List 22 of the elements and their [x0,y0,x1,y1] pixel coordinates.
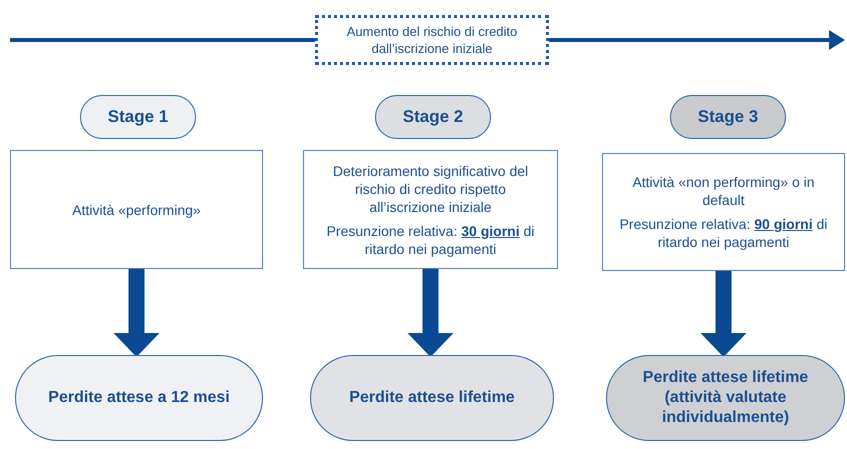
stage-label: Stage 2 [402,107,464,127]
description-text: Deterioramento significativo del rischio di credito rispetto all’iscrizione iniziale [332,162,530,216]
outcome-label: Perdite attese lifetime (attività valutate individualmente) [642,368,810,428]
description-text: Attività «performing» [72,200,201,218]
description-text: Attività «non performing» o in default [631,173,816,209]
stage-pill [375,95,491,139]
description-text: Presunzione relativa: 30 giorni di ritardo nei pagamenti [326,222,536,258]
description-box [602,153,845,271]
down-arrow [114,269,160,357]
outcome-label: Perdite attese lifetime [349,388,515,408]
stage-pill [80,95,196,139]
stage-pill [670,95,786,139]
down-arrow [408,269,454,357]
stage-label: Stage 3 [698,107,758,127]
outcome-label: Perdite attese a 12 mesi [48,388,230,408]
description-box [303,150,558,269]
description-text: Presunzione relativa: 90 giorni di ritardo nei pagamenti [618,215,828,251]
dotted-label-box [315,15,549,65]
stage-label: Stage 1 [108,107,168,127]
down-arrow [700,271,746,357]
box-label: Aumento del rischio di credito dall’iscrizione iniziale [346,23,518,57]
description-box [10,150,263,269]
